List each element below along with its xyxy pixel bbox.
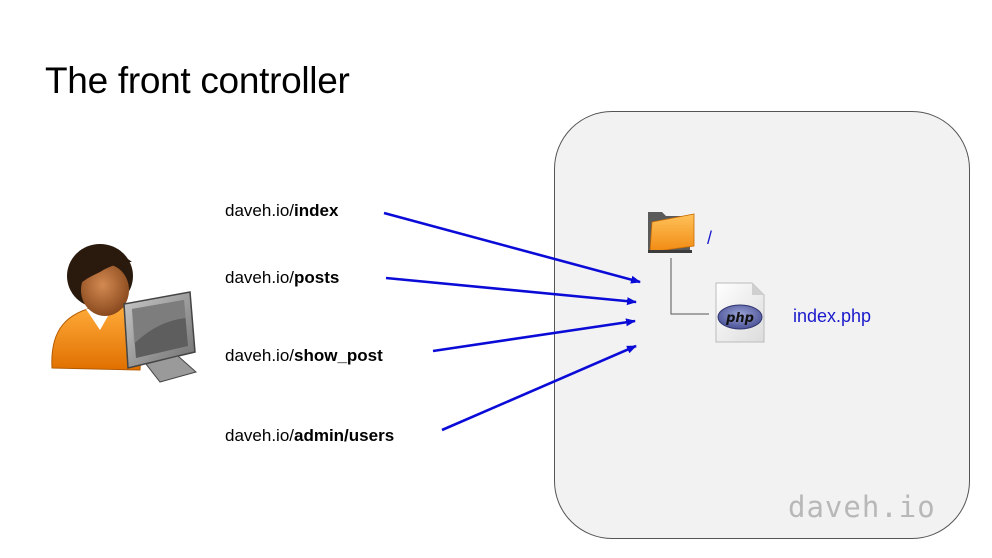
php-file-icon: php xyxy=(715,282,765,343)
url-domain: daveh.io/ xyxy=(225,346,294,365)
file-label: index.php xyxy=(793,306,872,326)
url-path: posts xyxy=(294,268,340,287)
arrow-show-post xyxy=(432,318,636,353)
root-directory-label: / xyxy=(707,228,713,248)
folder-icon xyxy=(648,212,695,253)
url-domain: daveh.io/ xyxy=(225,268,294,287)
arrow-posts xyxy=(385,276,637,306)
php-badge: php xyxy=(725,311,754,326)
url-label-index: daveh.io/index xyxy=(225,201,338,221)
url-label-show-post: daveh.io/show_post xyxy=(225,346,383,366)
url-label-posts: daveh.io/posts xyxy=(225,268,339,288)
url-path: show_post xyxy=(294,346,383,365)
tree-connector xyxy=(670,258,709,315)
url-domain: daveh.io/ xyxy=(225,426,294,445)
url-path: index xyxy=(294,201,339,220)
url-label-admin-users: daveh.io/admin/users xyxy=(225,426,394,446)
url-path: admin/users xyxy=(294,426,395,445)
watermark: daveh.io xyxy=(788,490,936,524)
url-domain: daveh.io/ xyxy=(225,201,294,220)
page-title: The front controller xyxy=(45,60,350,101)
arrow-index xyxy=(383,211,641,284)
arrow-admin-users xyxy=(441,344,637,432)
